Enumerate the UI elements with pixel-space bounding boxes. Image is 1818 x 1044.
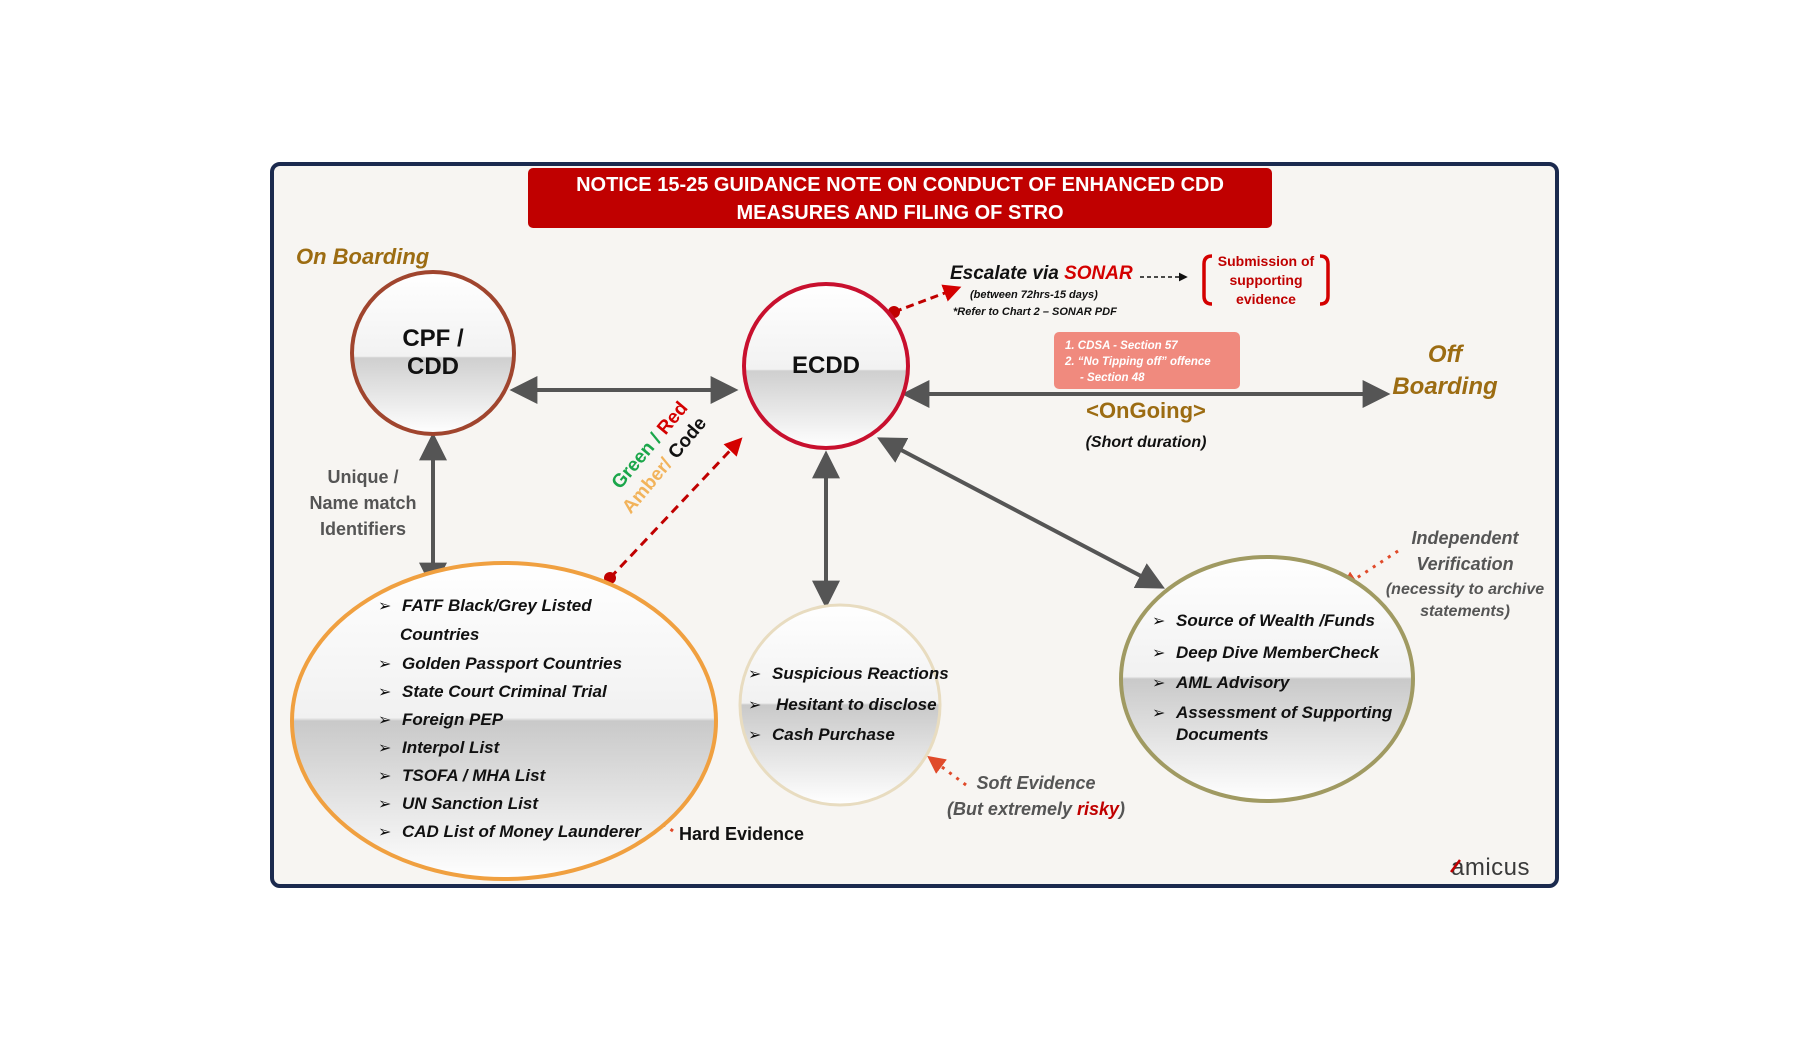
escalate-note-2: *Refer to Chart 2 – SONAR PDF — [953, 306, 1117, 318]
arrow-bullet-icon: ➢ — [378, 796, 391, 813]
arrow-bullet-icon: ➢ — [378, 598, 391, 615]
arrow-bullet-icon: ➢ — [378, 656, 391, 673]
list-item: Hesitant to disclose — [776, 695, 937, 714]
hard-evidence-label: Hard Evidence — [679, 824, 804, 844]
soft-evidence-pointer — [927, 755, 967, 787]
submission-line-3: evidence — [1236, 291, 1296, 307]
cpf-label-line-1: CPF / — [402, 325, 464, 352]
arrow-bullet-icon: ➢ — [378, 740, 391, 757]
list-item: Countries — [400, 625, 479, 644]
code-dashed-arrow — [604, 437, 743, 584]
hard-evidence-list: ➢ FATF Black/Grey Listed Countries ➢ Gol… — [378, 596, 642, 841]
unique-ids-line-1: Unique / — [328, 467, 399, 487]
submission-line-1: Submission of — [1218, 253, 1315, 269]
list-item: FATF Black/Grey Listed — [402, 596, 592, 615]
cdsa-box — [1054, 332, 1240, 389]
list-item: Interpol List — [402, 738, 501, 757]
independent-note-1: (necessity to archive — [1386, 581, 1544, 598]
arrow-bullet-icon: ➢ — [378, 768, 391, 785]
list-item: Golden Passport Countries — [402, 654, 622, 673]
cpf-cdd-node — [350, 270, 516, 436]
list-item: Assessment of Supporting — [1175, 703, 1393, 722]
list-item: Documents — [1176, 725, 1269, 744]
cdsa-line-2: 2. “No Tipping off” offence — [1064, 356, 1211, 368]
arrow-bullet-icon: ➢ — [1152, 705, 1165, 722]
amicus-logo: amicus — [1450, 854, 1530, 881]
title-line-1: NOTICE 15-25 GUIDANCE NOTE ON CONDUCT OF… — [576, 174, 1224, 196]
unique-ids-line-2: Name match — [309, 493, 416, 513]
unique-ids-line-3: Identifiers — [320, 519, 406, 539]
list-item: Foreign PEP — [402, 710, 504, 729]
arrow-bullet-icon: ➢ — [748, 666, 761, 683]
onboarding-label: On Boarding — [296, 244, 430, 269]
list-item: AML Advisory — [1175, 673, 1291, 692]
arrow-bullet-icon: ➢ — [748, 697, 761, 714]
list-item: Suspicious Reactions — [772, 664, 949, 683]
amicus-logo-text: amicus — [1451, 854, 1530, 881]
independent-verification-bubble — [1119, 555, 1415, 803]
soft-evidence-note: (But extremely risky) — [947, 799, 1125, 819]
independent-list: ➢ Source of Wealth /Funds ➢ Deep Dive Me… — [1152, 611, 1393, 744]
independent-label-1: Independent — [1412, 528, 1520, 548]
amicus-logo-accent — [1450, 859, 1461, 873]
escalate-note-1: (between 72hrs-15 days) — [970, 289, 1098, 301]
list-item: Source of Wealth /Funds — [1176, 611, 1375, 630]
list-item: Cash Purchase — [772, 725, 895, 744]
submission-line-2: supporting — [1229, 272, 1302, 288]
cdsa-line-3: - Section 48 — [1080, 372, 1145, 384]
ecdd-independent-connector — [877, 437, 1165, 589]
arrow-bullet-icon: ➢ — [1152, 645, 1165, 662]
arrow-bullet-icon: ➢ — [378, 824, 391, 841]
list-item: CAD List of Money Launderer — [402, 822, 642, 841]
soft-evidence-bubble — [738, 603, 942, 807]
submission-bracket-icon — [1319, 254, 1330, 306]
offboarding-label-2: Boarding — [1392, 373, 1498, 400]
escalate-label: Escalate via SONAR — [950, 263, 1133, 284]
hard-evidence-bubble — [290, 561, 718, 881]
ongoing-label: <OnGoing> — [1086, 398, 1206, 423]
arrow-bullet-icon: ➢ — [378, 684, 391, 701]
escalate-dashed-arrow — [888, 284, 962, 318]
submission-bracket-icon — [1202, 254, 1213, 306]
cdsa-line-1: 1. CDSA - Section 57 — [1065, 340, 1178, 352]
arrow-bullet-icon: ➢ — [378, 712, 391, 729]
soft-evidence-label: Soft Evidence — [976, 773, 1095, 793]
ecdd-node — [742, 282, 910, 450]
ecdd-label: ECDD — [792, 352, 860, 379]
arrow-bullet-icon: ➢ — [748, 727, 761, 744]
title-banner — [528, 168, 1272, 228]
soft-evidence-list: ➢ Suspicious Reactions ➢ Hesitant to dis… — [748, 664, 949, 744]
list-item: State Court Criminal Trial — [402, 682, 608, 701]
ongoing-note: (Short duration) — [1086, 434, 1207, 451]
arrow-bullet-icon: ➢ — [1152, 613, 1165, 630]
independent-note-2: statements) — [1420, 603, 1510, 620]
independent-label-2: Verification — [1416, 554, 1513, 574]
offboarding-label-1: Off — [1428, 341, 1464, 368]
list-item: Deep Dive MemberCheck — [1176, 643, 1381, 662]
cpf-label-line-2: CDD — [407, 353, 459, 380]
arrow-bullet-icon: ➢ — [1152, 675, 1165, 692]
list-item: TSOFA / MHA List — [402, 766, 547, 785]
list-item: UN Sanction List — [402, 794, 539, 813]
title-line-2: MEASURES AND FILING OF STRO — [736, 202, 1063, 224]
